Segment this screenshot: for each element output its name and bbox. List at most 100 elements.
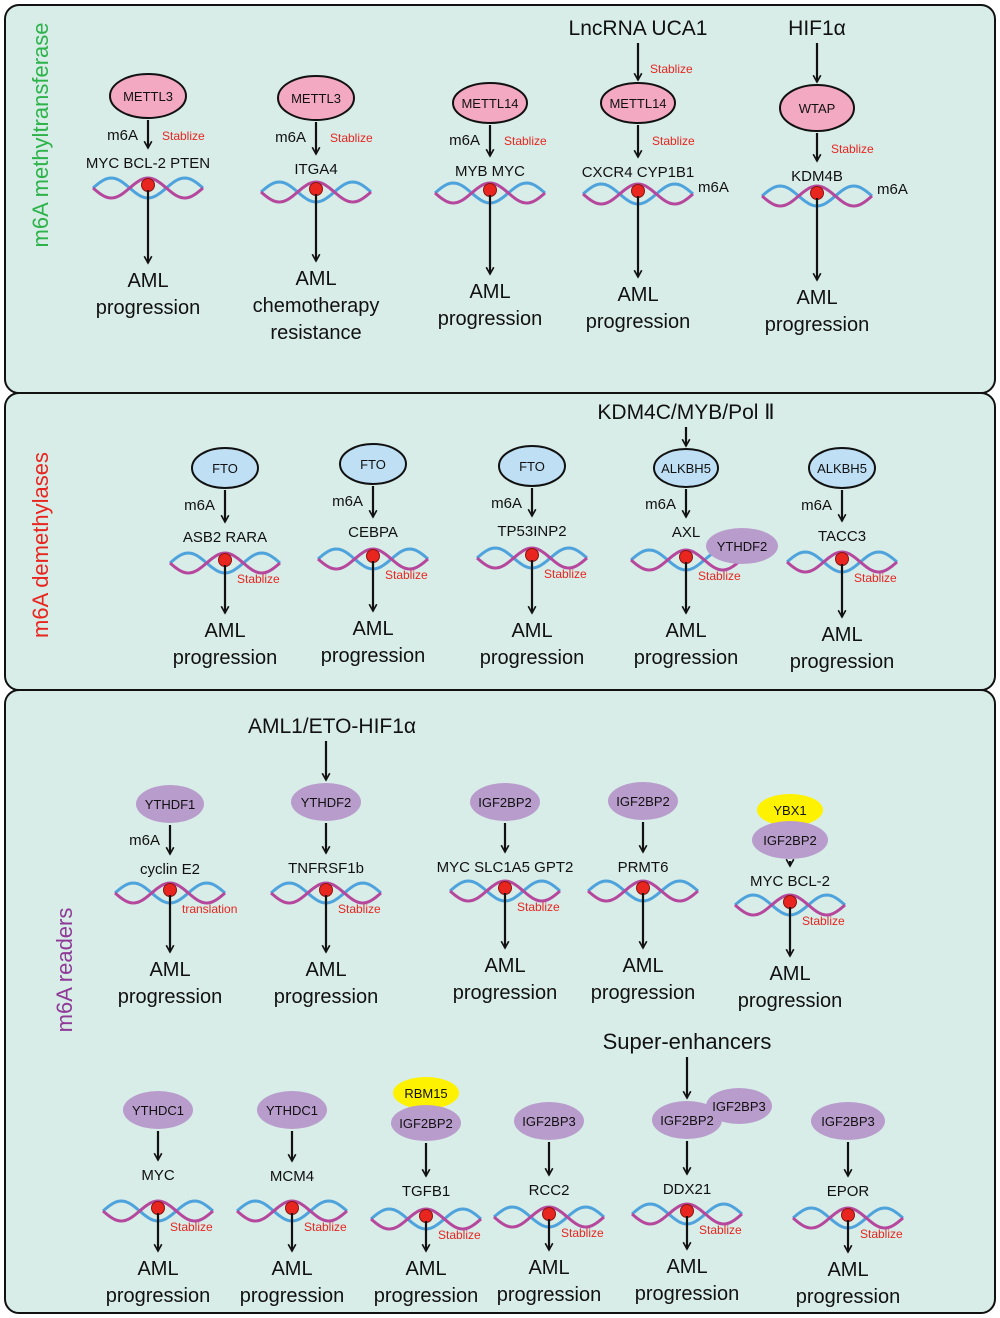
target-genes: CEBPA: [348, 524, 398, 541]
enzyme-label: IGF2BP2: [660, 1113, 713, 1128]
stablize-label: Stablize: [544, 567, 587, 581]
outcome-text: progression: [497, 1284, 602, 1306]
stablize-label: Stablize: [831, 142, 874, 156]
enzyme-label: METTL14: [461, 96, 518, 111]
reader-protein: [706, 528, 778, 564]
m6a-site-dot: [525, 548, 539, 562]
enzyme-label: IGF2BP2: [616, 794, 669, 809]
enzyme-label: FTO: [212, 461, 238, 476]
m6a-site-dot: [218, 553, 232, 567]
outcome-text: AML: [149, 959, 190, 981]
enzyme-label: IGF2BP3: [821, 1114, 874, 1129]
outcome-text: AML: [622, 955, 663, 977]
outcome-text: AML: [305, 959, 346, 981]
enzyme: [779, 84, 855, 132]
partner-label: RBM15: [404, 1086, 447, 1101]
stablize-label: Stablize: [698, 569, 741, 583]
m6a-site-dot: [631, 184, 645, 198]
outcome-text: AML: [295, 268, 336, 290]
outcome-text: AML: [511, 620, 552, 642]
stablize-label: Stablize: [652, 134, 695, 148]
enzyme: [452, 82, 528, 124]
reader-label: YTHDF2: [717, 539, 768, 554]
m6a-label: m6A: [107, 127, 138, 144]
stablize-label: Stablize: [304, 1220, 347, 1234]
enzyme: [339, 443, 407, 485]
m6a-site-dot: [835, 552, 849, 566]
enzyme: [808, 447, 876, 489]
enzyme: [608, 782, 678, 820]
stablize-label: Stablize: [338, 902, 381, 916]
enzyme-label: ALKBH5: [817, 461, 867, 476]
section-title: m6A readers: [52, 908, 77, 1033]
m6a-label: m6A: [698, 179, 729, 196]
m6a-site-dot: [542, 1207, 556, 1221]
enzyme: [498, 445, 566, 487]
upstream-regulator: HIF1α: [788, 17, 846, 40]
outcome-text: progression: [765, 314, 870, 336]
outcome-text: progression: [173, 647, 278, 669]
enzyme-label: YTHDC1: [266, 1103, 318, 1118]
enzyme: [752, 821, 828, 859]
partner-protein: [757, 794, 823, 826]
m6a-site-dot: [498, 881, 512, 895]
enzyme: [291, 783, 361, 821]
enzyme: [109, 73, 187, 119]
upstream-regulator: Super-enhancers: [603, 1029, 772, 1054]
outcome-text: chemotherapy: [253, 295, 380, 317]
enzyme-label: WTAP: [799, 101, 836, 116]
enzyme-label: IGF2BP2: [763, 833, 816, 848]
enzyme: [514, 1102, 584, 1140]
outcome-text: AML: [137, 1258, 178, 1280]
stablize-label: Stablize: [504, 134, 547, 148]
stablize-label: translation: [182, 902, 237, 916]
outcome-text: AML: [484, 955, 525, 977]
outcome-text: progression: [374, 1285, 479, 1307]
outcome-text: resistance: [270, 322, 361, 344]
target-genes: RCC2: [529, 1182, 570, 1199]
outcome-text: AML: [469, 281, 510, 303]
outcome-text: progression: [586, 311, 691, 333]
outcome-text: progression: [96, 297, 201, 319]
outcome-text: progression: [790, 651, 895, 673]
section-title: m6A demethylases: [28, 452, 53, 638]
enzyme-label: ALKBH5: [661, 461, 711, 476]
outcome-text: AML: [617, 284, 658, 306]
outcome-text: progression: [591, 982, 696, 1004]
enzyme: [257, 1091, 327, 1129]
enzyme: [277, 75, 355, 121]
outcome-text: AML: [665, 620, 706, 642]
enzyme-label: FTO: [360, 457, 386, 472]
target-genes: KDM4B: [791, 168, 843, 185]
outcome-text: progression: [321, 645, 426, 667]
outcome-text: progression: [634, 647, 739, 669]
outcome-text: progression: [274, 986, 379, 1008]
panel-readers: [4, 689, 996, 1314]
outcome-text: AML: [271, 1258, 312, 1280]
m6a-label: m6A: [449, 132, 480, 149]
outcome-text: AML: [528, 1257, 569, 1279]
outcome-text: progression: [118, 986, 223, 1008]
upstream-regulator: KDM4C/MYB/Pol Ⅱ: [597, 401, 774, 424]
target-genes: MYB MYC: [455, 163, 525, 180]
m6a-site-dot: [679, 550, 693, 564]
partner-protein: [706, 1088, 772, 1124]
m6a-site-dot: [366, 549, 380, 563]
m6a-label: m6A: [801, 497, 832, 514]
target-genes: MCM4: [270, 1168, 314, 1185]
stablize-label: Stablize: [699, 1223, 742, 1237]
stablize-label: Stablize: [330, 131, 373, 145]
outcome-text: progression: [635, 1283, 740, 1305]
target-genes: MYC: [141, 1167, 175, 1184]
enzyme: [600, 82, 676, 124]
target-genes: cyclin E2: [140, 861, 200, 878]
m6a-site-dot: [783, 895, 797, 909]
enzyme-label: YTHDF1: [145, 797, 196, 812]
enzyme: [470, 783, 540, 821]
m6a-label: m6A: [491, 495, 522, 512]
m6a-site-dot: [285, 1201, 299, 1215]
outcome-text: AML: [666, 1256, 707, 1278]
m6a-label: m6A: [645, 496, 676, 513]
partner-protein: [393, 1077, 459, 1109]
